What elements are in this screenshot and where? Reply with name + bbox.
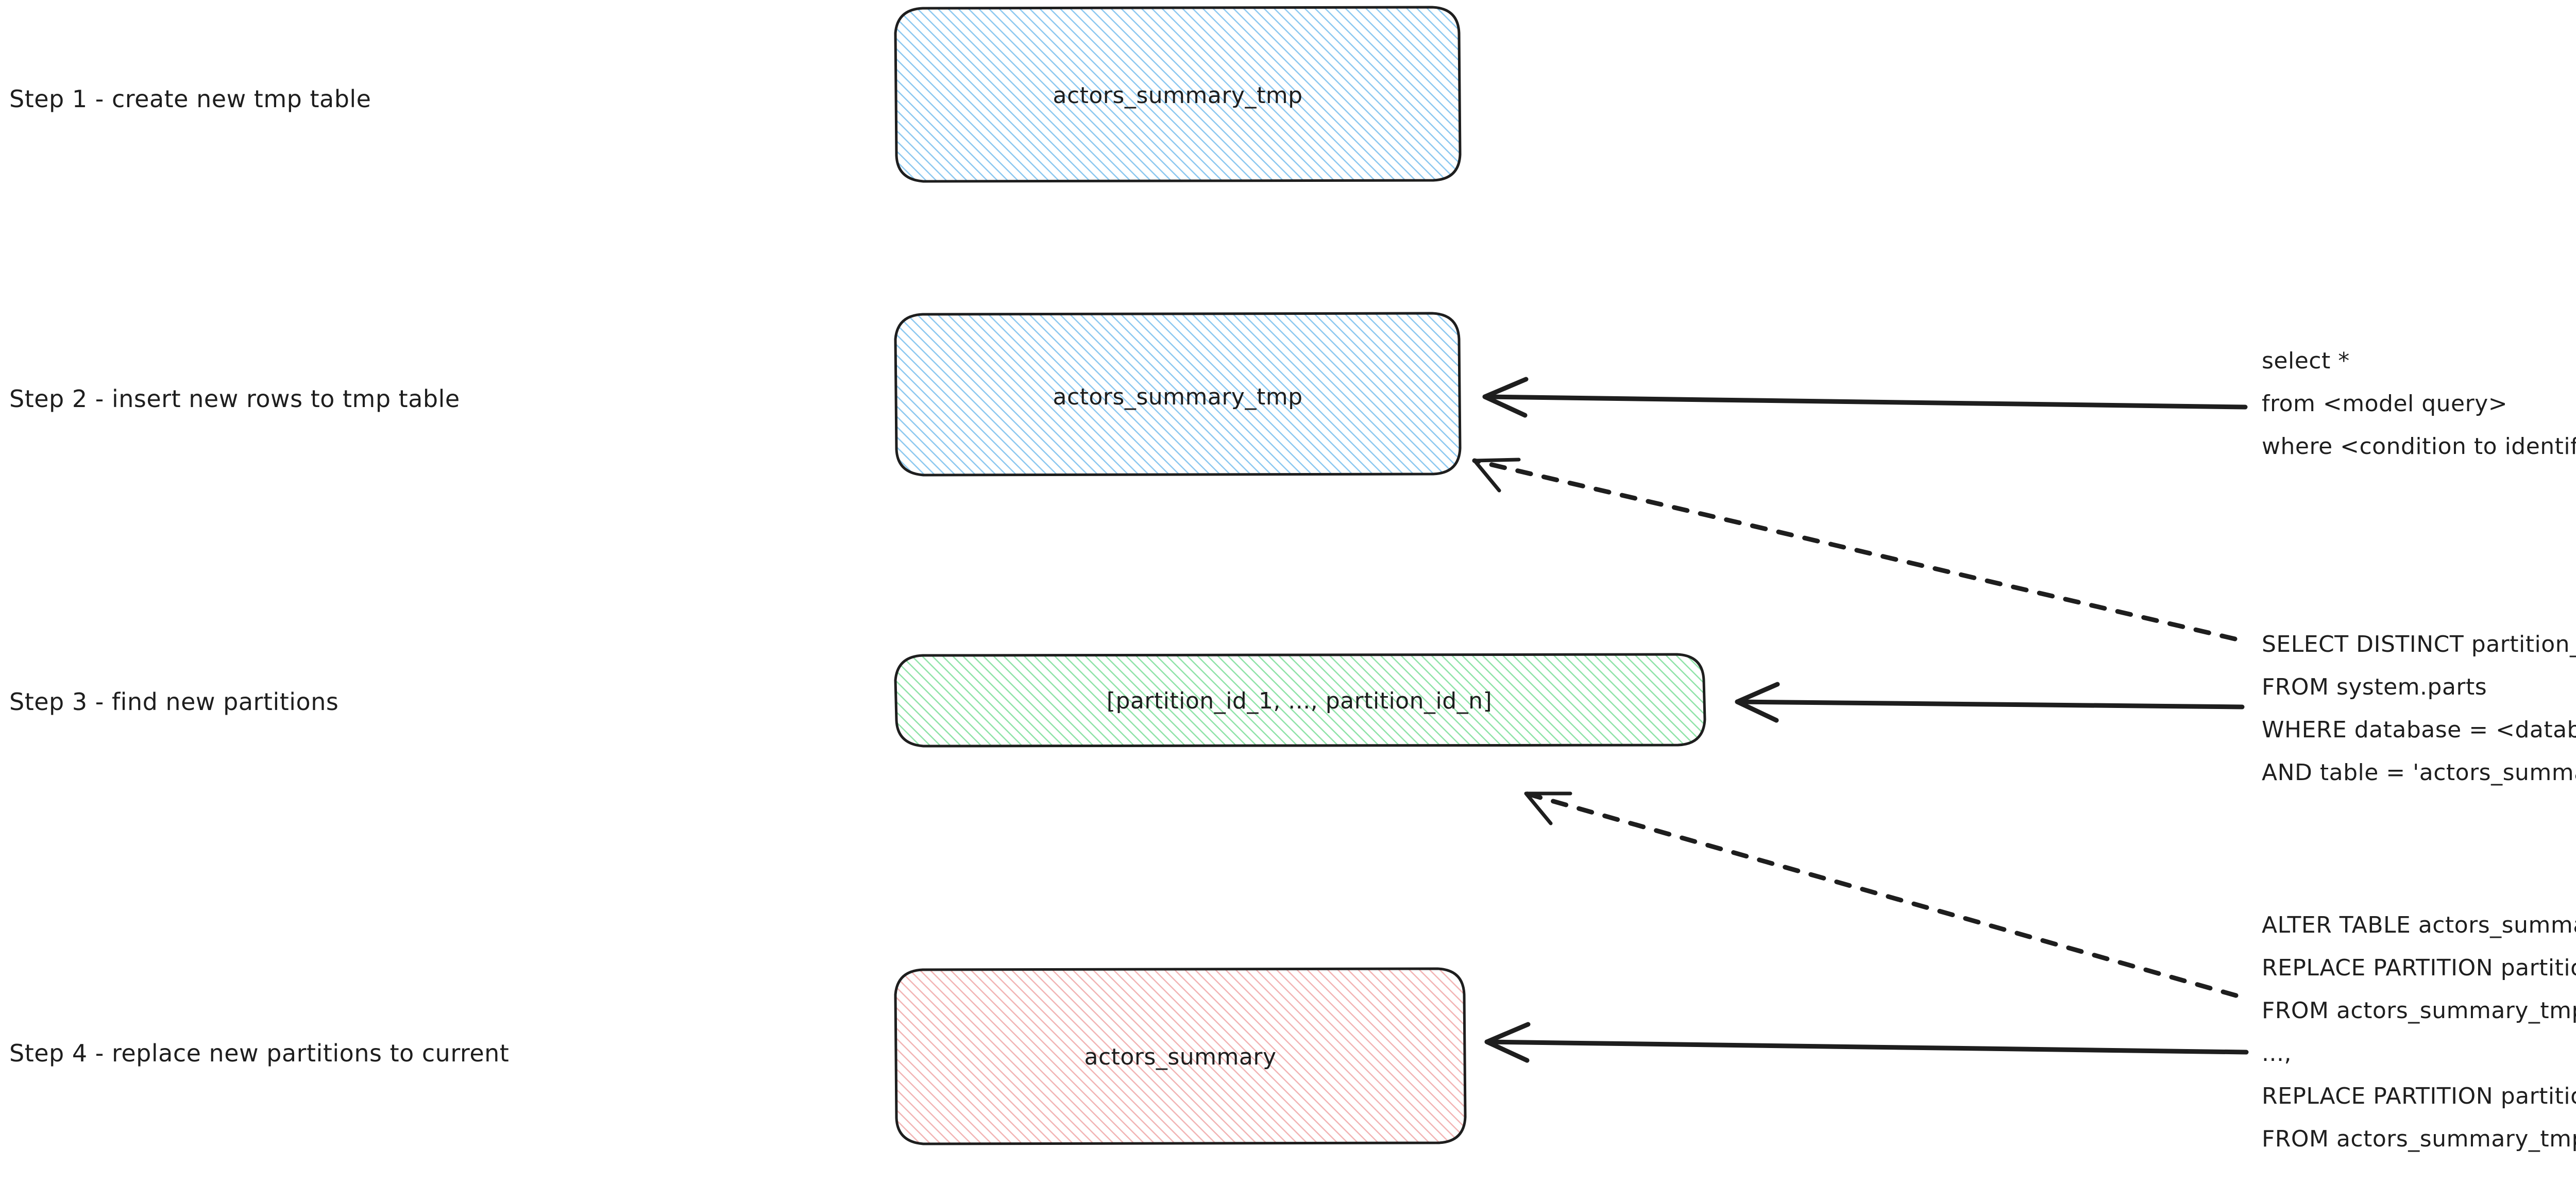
code-line: FROM actors_summary_tmp, [2262,998,2576,1024]
step-label-2: Step 2 - insert new rows to tmp table [9,385,460,413]
code-line: WHERE database = <database> [2262,717,2576,743]
arrow-code3-to-node3 [1735,682,2245,723]
code-line: FROM actors_summary_tmp, [2262,1126,2576,1152]
node-partition-id-list[interactable]: [partition_id_1, ..., partition_id_n] [894,653,1706,748]
arrow-head-icon [1482,377,1529,418]
node2-outline [894,312,1462,477]
node3-label: [partition_id_1, ..., partition_id_n] [1107,688,1492,714]
code-line: from <model query> [2262,391,2507,417]
arrow-head-icon [1735,682,1780,723]
node4-outline [894,967,1467,1145]
arrow-line [1735,699,2245,710]
node-actors-summary-tmp-step2[interactable]: actors_summary_tmp [894,312,1462,477]
code-line: FROM system.parts [2262,674,2487,700]
arrow-head-icon [1524,791,1572,825]
arrow-head-icon [1484,1022,1531,1063]
arrow-code4-to-node4 [1484,1022,2249,1063]
code-line: REPLACE PARTITION partition_id_n [2262,1083,2576,1109]
step-label-1: Step 1 - create new tmp table [9,85,371,113]
arrow-line-dashed [1472,458,2238,641]
node-actors-summary[interactable]: actors_summary [894,967,1467,1145]
node-actors-summary-tmp-step1[interactable]: actors_summary_tmp [894,6,1462,183]
code-block-step4: ALTER TABLE actors_summary REPLACE PARTI… [2262,912,2576,1152]
arrow-line [1482,394,2248,410]
code-line: ALTER TABLE actors_summary [2262,912,2576,938]
step-label-4: Step 4 - replace new partitions to curre… [9,1039,509,1067]
node2-fill [895,313,1460,475]
code-line: where <condition to identify new> [2262,433,2576,460]
node1-label: actors_summary_tmp [1053,82,1302,109]
code-line: ..., [2262,1040,2292,1067]
code-line: REPLACE PARTITION partition_id_1 [2262,955,2576,981]
code-line: AND table = 'actors_summary_tmp' [2262,759,2576,786]
arrow-code4-to-node3 [1523,791,2239,998]
step-label-3: Step 3 - find new partitions [9,688,338,716]
code-block-step2: select * from <model query> where <condi… [2262,348,2576,460]
arrow-line [1484,1039,2249,1055]
code-line: select * [2262,348,2350,374]
node4-fill [895,969,1465,1144]
arrow-line-dashed [1523,791,2239,998]
node1-outline [894,6,1462,183]
node1-fill [895,7,1460,181]
node2-label: actors_summary_tmp [1053,384,1302,410]
arrow-code2-to-node2 [1482,377,2248,418]
code-block-step3: SELECT DISTINCT partition_id FROM system… [2262,631,2576,786]
code-line: SELECT DISTINCT partition_id [2262,631,2576,657]
node3-fill [895,654,1705,746]
arrow-head-icon [1472,458,1521,493]
arrow-code3-to-node2 [1472,458,2238,641]
node3-outline [894,653,1706,748]
node4-label: actors_summary [1084,1044,1277,1070]
